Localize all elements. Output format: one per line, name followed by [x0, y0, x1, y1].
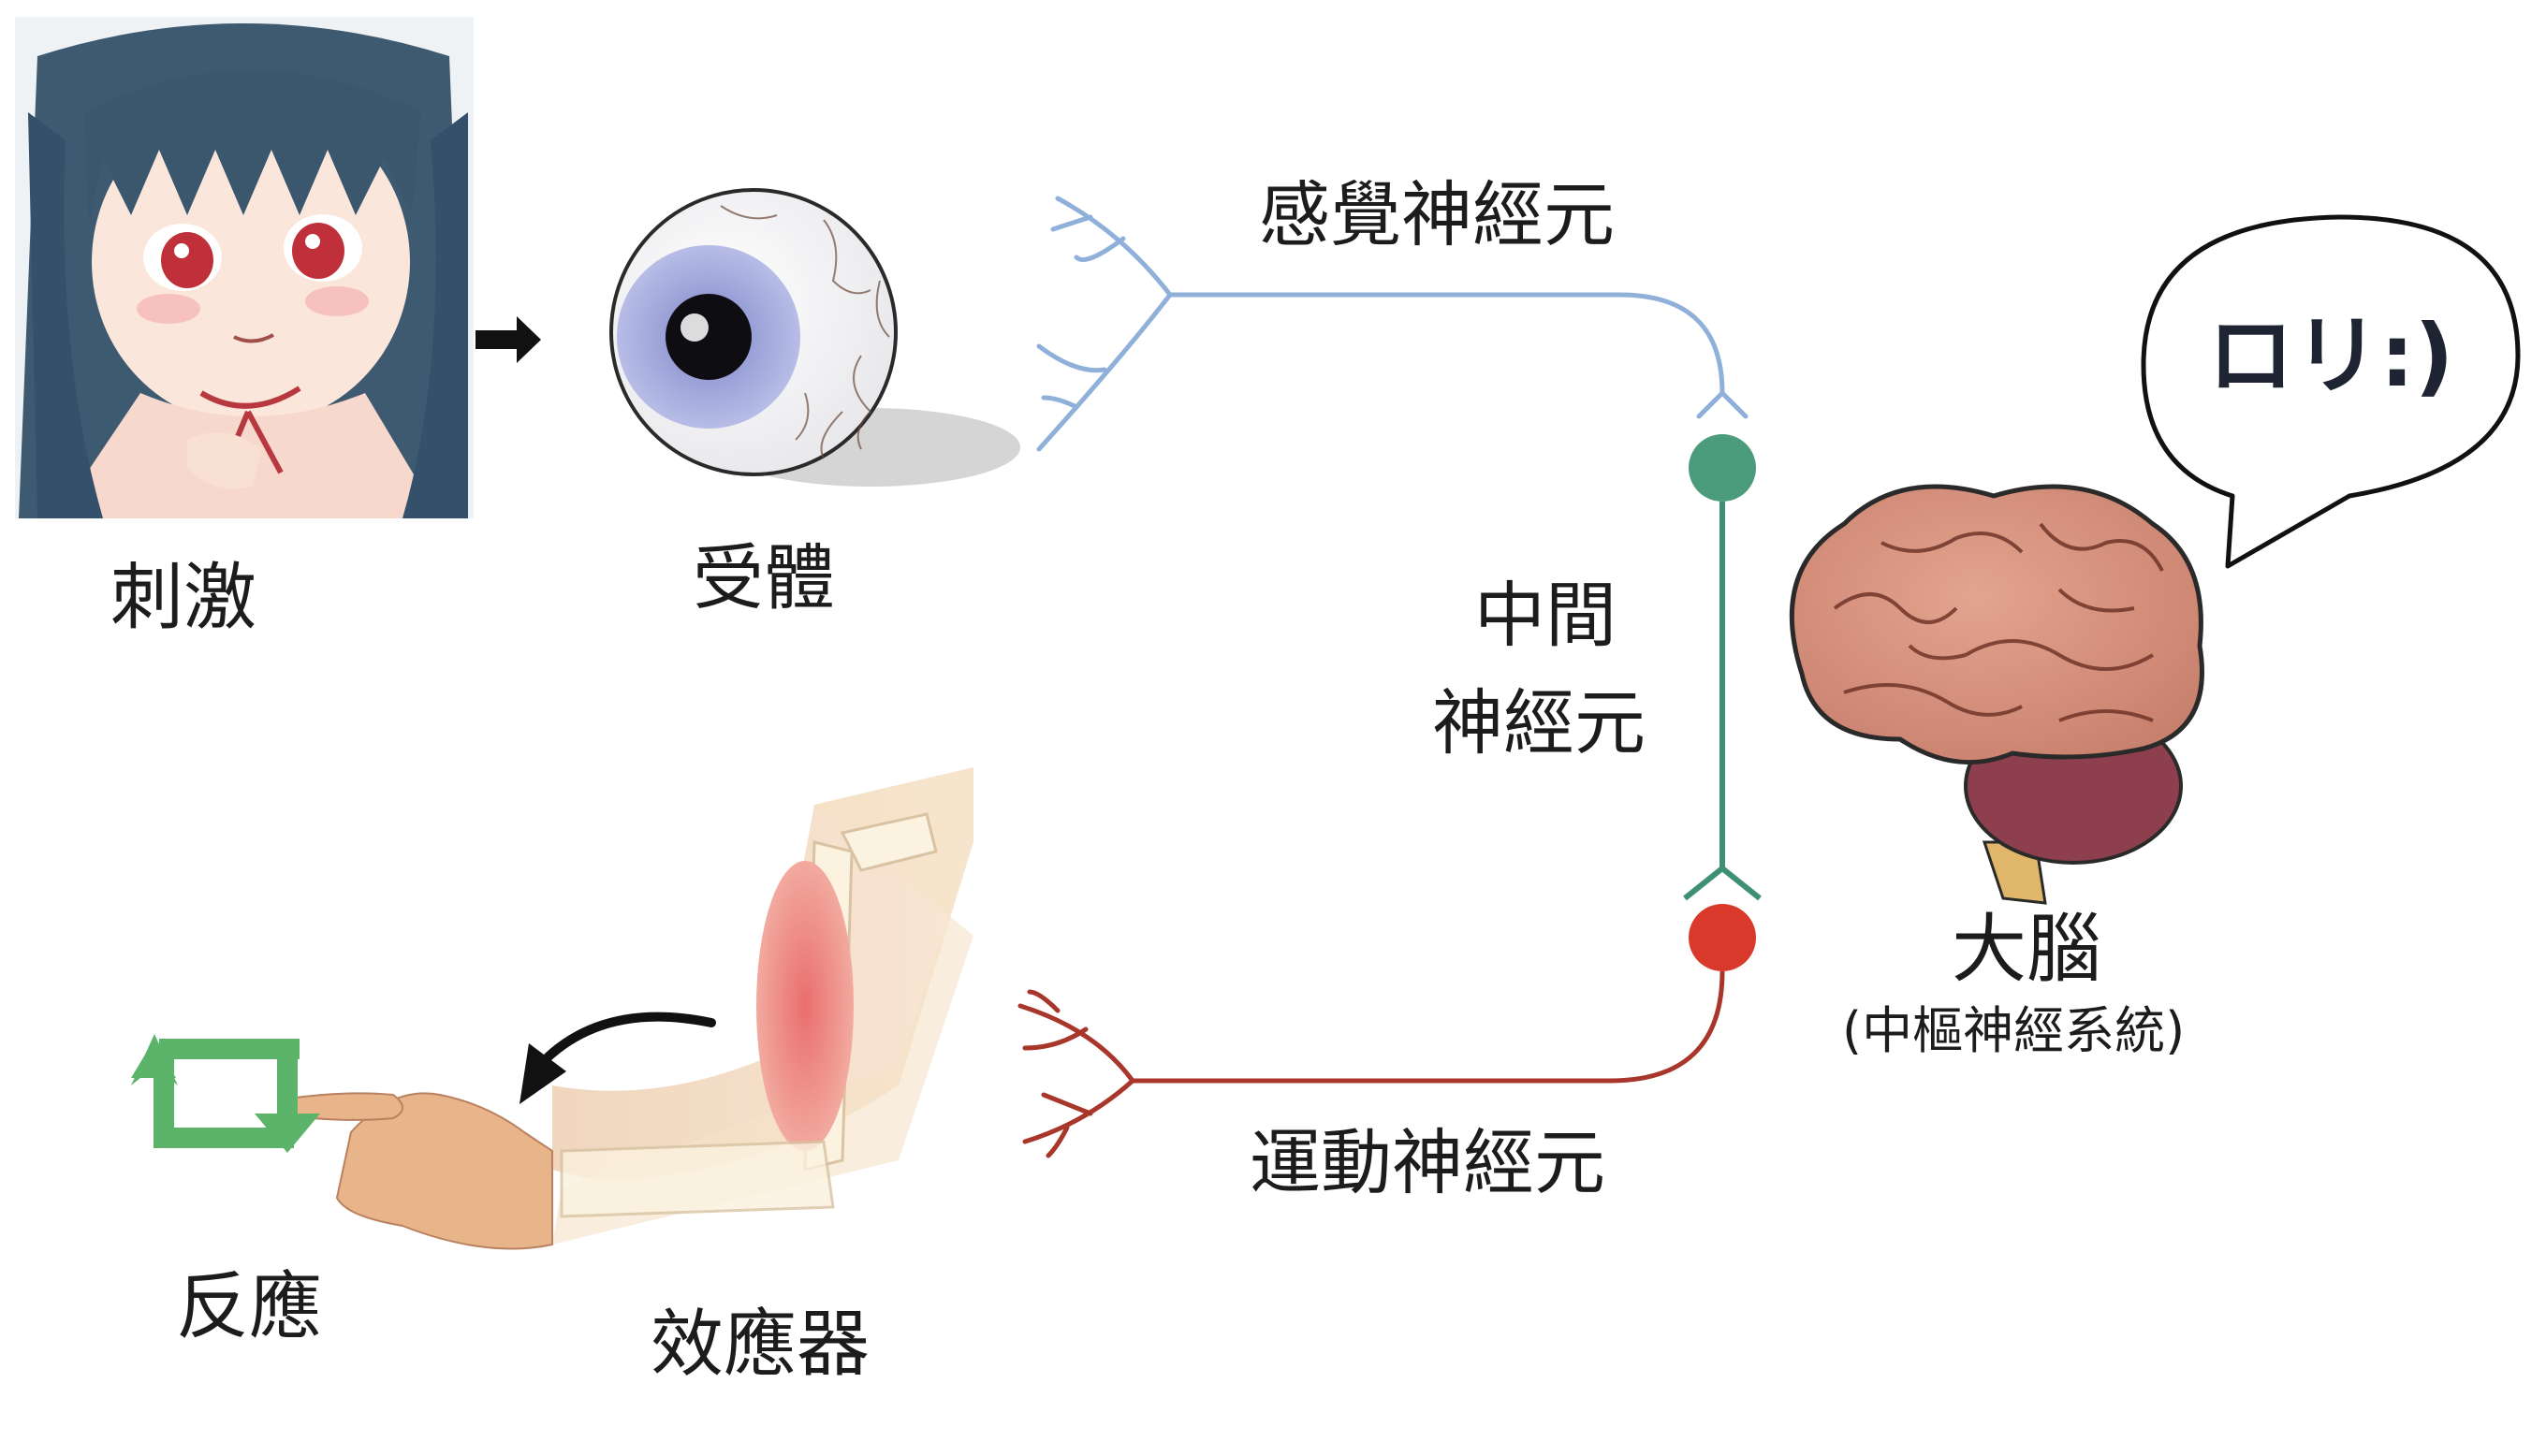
curved-arrow-icon [519, 1012, 716, 1104]
effector-label: 效應器 [651, 1303, 871, 1387]
response-label: 反應 [176, 1265, 323, 1349]
eyeball-icon [609, 188, 1020, 487]
cns-label: (中樞神經系統) [1842, 1001, 2186, 1060]
brain-label: 大腦 [1952, 906, 2101, 993]
speech-bubble-text: ロリ:) [2208, 306, 2454, 406]
interneuron [1683, 434, 1762, 901]
sensory-neuron [1036, 196, 1749, 452]
stimulus-label: 刺激 [110, 556, 257, 640]
interneuron-label-line2: 神經元 [1432, 681, 1646, 764]
brain-icon [1789, 484, 2204, 905]
receptor-label: 受體 [693, 536, 835, 619]
motor-neuron [1017, 904, 1756, 1158]
right-arrow-icon [476, 316, 541, 363]
arm-muscle-icon [279, 767, 973, 1250]
sensory-neuron-label: 感覺神經元 [1259, 173, 1615, 256]
interneuron-label-line1: 中間 [1474, 574, 1617, 657]
speech-bubble: ロリ:) [2141, 214, 2521, 569]
repeat-arrows-icon [131, 1034, 320, 1153]
motor-neuron-label: 運動神經元 [1250, 1121, 1605, 1204]
stimulus-portrait [15, 17, 474, 518]
